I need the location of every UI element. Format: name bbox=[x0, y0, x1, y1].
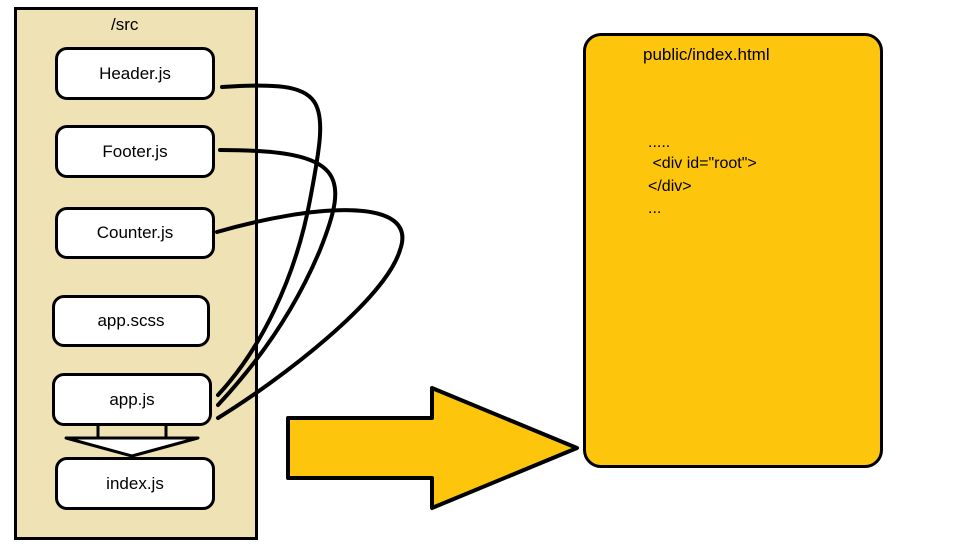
big-right-arrow bbox=[286, 386, 579, 510]
public-file-title: public/index.html bbox=[643, 45, 770, 64]
file-app-js: app.js bbox=[52, 373, 212, 426]
code-line-4: ... bbox=[648, 200, 662, 217]
code-line-2: <div id="root"> bbox=[648, 155, 757, 172]
code-line-1: ..... bbox=[648, 134, 671, 151]
file-header-js: Header.js bbox=[55, 47, 215, 100]
connector-footer-to-app bbox=[216, 148, 338, 407]
connector-counter-to-app bbox=[215, 208, 405, 420]
file-footer-js: Footer.js bbox=[55, 125, 215, 178]
file-index-js: index.js bbox=[55, 457, 215, 510]
file-app-scss: app.scss bbox=[52, 295, 210, 347]
code-line-3: </div> bbox=[648, 178, 692, 195]
file-counter-js: Counter.js bbox=[55, 207, 215, 259]
connector-header-to-app bbox=[216, 83, 323, 397]
public-index-html-panel bbox=[583, 33, 883, 468]
app-to-index-arrow bbox=[64, 426, 200, 458]
src-folder-title: /src bbox=[111, 15, 139, 34]
